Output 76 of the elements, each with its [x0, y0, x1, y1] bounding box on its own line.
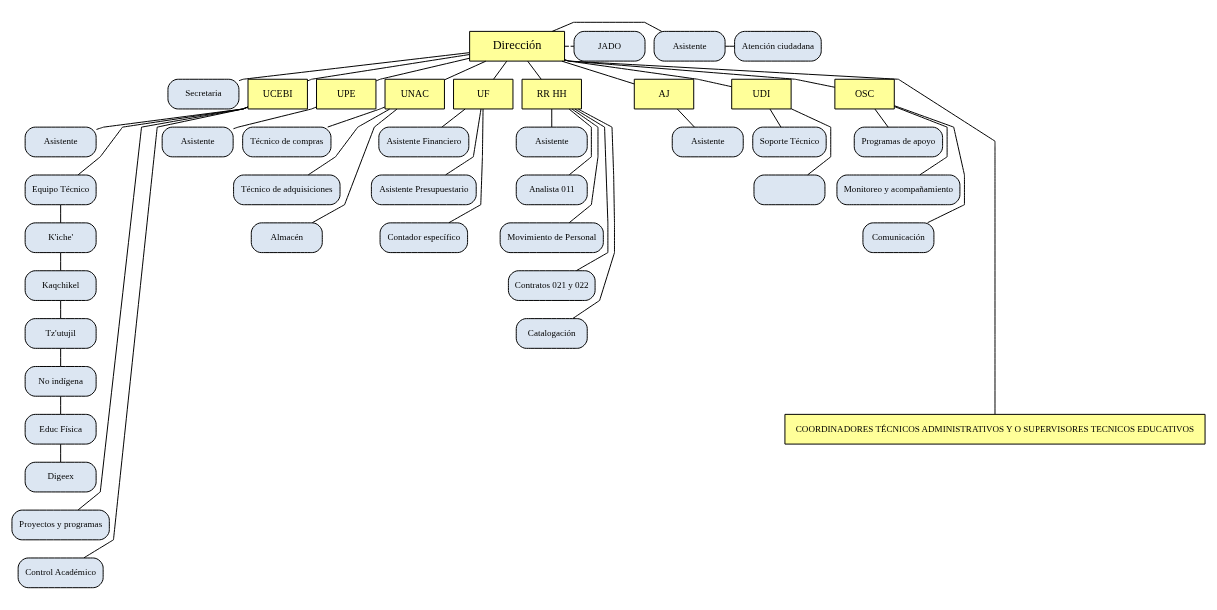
node-box: Atención ciudadana: [734, 30, 822, 62]
node-box: RR HH: [521, 78, 582, 110]
connector: [311, 108, 398, 224]
connector: [527, 60, 542, 80]
node-box: Asistente: [653, 30, 726, 62]
connector: [724, 45, 735, 47]
node-box: Kaqchikel: [24, 270, 97, 301]
connector: [561, 60, 635, 85]
node-box: Soporte Técnico: [752, 126, 827, 158]
node-box: UDI: [731, 78, 792, 110]
node-box: UPE: [316, 78, 377, 110]
node-box: Equipo Técnico: [24, 174, 97, 206]
connector: [60, 347, 62, 367]
connector: [60, 252, 62, 272]
node-box: Control Académico: [17, 557, 104, 589]
node-box: Proyectos y programas: [11, 509, 110, 541]
node-box: JADO: [573, 30, 646, 62]
connector: [572, 108, 615, 319]
node-box: Digeex: [24, 461, 97, 493]
connector: [564, 59, 996, 415]
connector: [574, 108, 609, 272]
connector: [564, 45, 575, 47]
node-box: K'iche': [24, 222, 97, 254]
node-box: Contratos 021 y 022: [507, 270, 596, 301]
node-box: Dirección: [469, 30, 566, 62]
node-box: Técnico de adquisiciones: [233, 174, 341, 206]
connector: [893, 106, 948, 176]
connector: [60, 204, 62, 224]
node-box: AJ: [633, 78, 695, 110]
node-box: OSC: [834, 78, 895, 110]
connector: [375, 57, 471, 82]
node-box: Asistente: [515, 126, 588, 158]
connector: [445, 108, 482, 176]
node-box: Monitoreo y acompañamiento: [836, 174, 961, 206]
connector: [307, 108, 391, 176]
connector: [232, 106, 317, 130]
node-box: [753, 174, 826, 206]
node-box: No indígena: [24, 366, 97, 397]
connector: [676, 108, 695, 128]
connector: [238, 52, 470, 82]
node-box: Secretaria: [167, 78, 240, 110]
connector: [60, 300, 62, 320]
node-box: Educ Física: [24, 413, 97, 445]
connector: [444, 60, 487, 81]
connector: [551, 21, 663, 32]
node-box: Tz'utujil: [24, 318, 97, 349]
node-box: Almacén: [250, 222, 323, 254]
connector: [769, 108, 782, 128]
node-box: Comunicación: [862, 222, 935, 254]
node-box: Asistente Financiero: [378, 126, 470, 158]
node-box: Analista 011: [515, 174, 588, 206]
node-box: Movimiento de Personal: [499, 222, 604, 254]
node-box: Catalogación: [515, 318, 588, 349]
node-box: Técnico de compras: [242, 126, 332, 158]
node-box: Programas de apoyo: [853, 126, 944, 158]
node-box: UNAC: [384, 78, 445, 110]
connector: [441, 108, 466, 128]
connector: [874, 108, 889, 128]
connector: [493, 60, 508, 80]
connector: [568, 108, 592, 176]
node-box: COORDINADORES TÉCNICOS ADMINISTRATIVOS Y O SUPERVISORES TECNICOS EDUCATIVOS: [784, 413, 1206, 445]
node-box: UF: [453, 78, 514, 110]
node-box: Contador específico: [379, 222, 469, 254]
node-box: Asistente: [24, 126, 97, 158]
node-box: Asistente: [671, 126, 744, 158]
connector: [790, 108, 832, 176]
node-box: UCEBI: [247, 78, 308, 110]
connector: [60, 395, 62, 415]
node-box: Asistente Presupuestario: [370, 174, 477, 206]
node-box: Asistente: [161, 126, 234, 158]
connector: [327, 106, 386, 128]
connector: [60, 443, 62, 463]
connector: [568, 108, 599, 224]
connector: [894, 105, 965, 224]
connector: [307, 54, 470, 82]
connector: [551, 108, 553, 128]
